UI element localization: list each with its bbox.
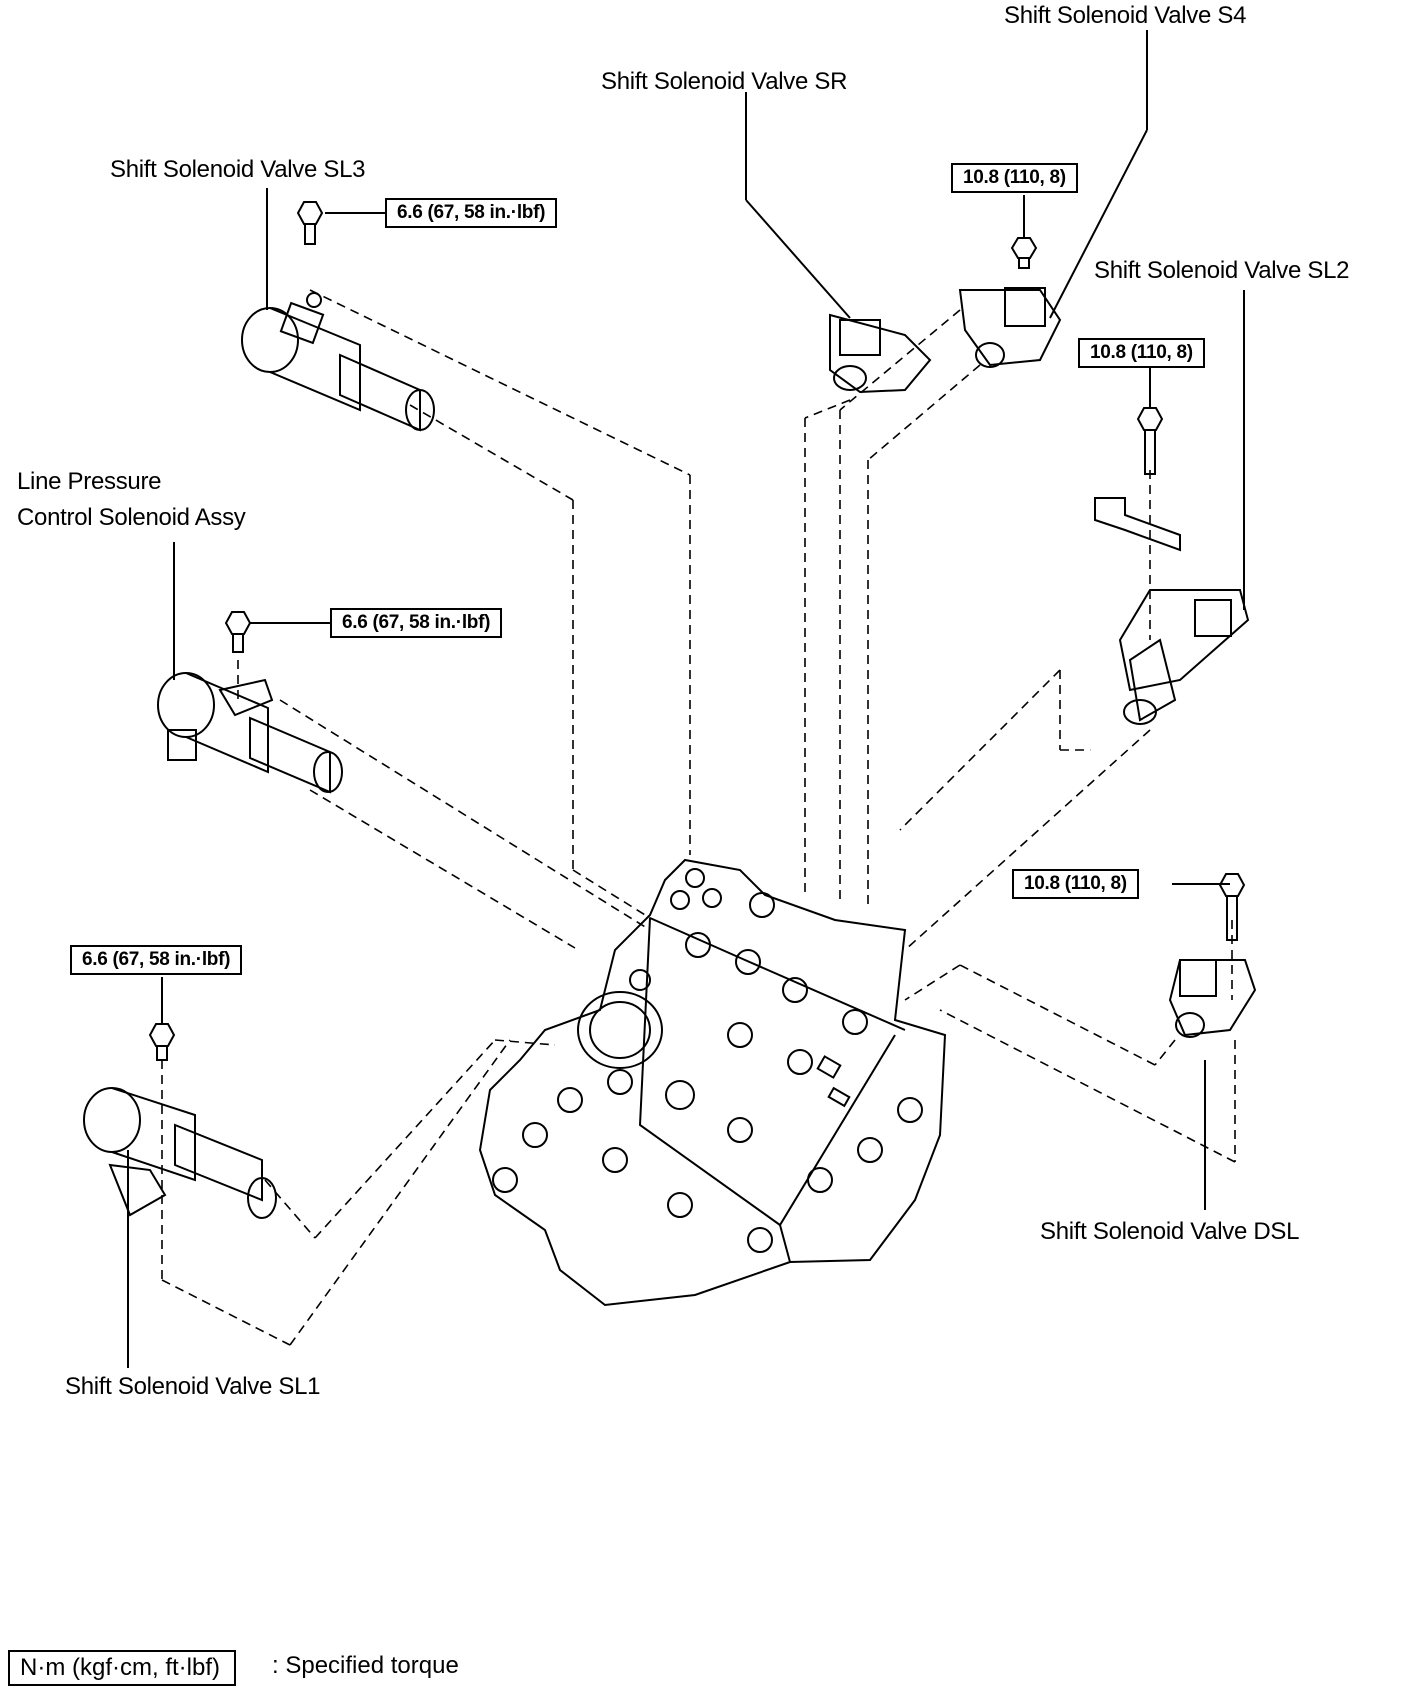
solenoid-s4	[958, 287, 1062, 368]
torque-sl3: 6.6 (67, 58 in.·lbf)	[385, 198, 558, 228]
bolt-icon	[148, 1023, 176, 1061]
solenoid-dsl	[1168, 959, 1257, 1038]
valve-body-bolts	[492, 892, 923, 1253]
solenoid-sr	[829, 313, 932, 394]
torque-line-pressure: 6.6 (67, 58 in.·lbf)	[330, 608, 503, 638]
torque-sl1: 6.6 (67, 58 in.·lbf)	[70, 945, 243, 975]
label-sl2: Shift Solenoid Valve SL2	[1094, 257, 1350, 284]
bracket-sl2	[1094, 497, 1181, 552]
alignment-lines	[161, 240, 1236, 1346]
label-sr: Shift Solenoid Valve SR	[601, 68, 848, 95]
label-sl3: Shift Solenoid Valve SL3	[110, 156, 366, 183]
label-sl1: Shift Solenoid Valve SL1	[65, 1373, 321, 1400]
legend-description: : Specified torque	[272, 1652, 459, 1679]
label-line-pressure-2: Control Solenoid Assy	[17, 504, 246, 531]
solenoid-sl3	[241, 292, 435, 432]
bolt-icon	[1136, 407, 1164, 475]
solenoid-sl1	[83, 1087, 277, 1219]
label-line-pressure-1: Line Pressure	[17, 468, 162, 495]
bolt-icon	[1218, 873, 1246, 941]
bolt-icon	[224, 611, 252, 653]
bolt-icon	[1010, 237, 1038, 269]
torque-sr: 10.8 (110, 8)	[951, 163, 1078, 193]
torque-dsl: 10.8 (110, 8)	[1012, 869, 1139, 899]
label-dsl: Shift Solenoid Valve DSL	[1040, 1218, 1300, 1245]
solenoid-line-pressure	[157, 672, 343, 794]
solenoid-sl2	[1118, 589, 1250, 725]
torque-sl2: 10.8 (110, 8)	[1078, 338, 1205, 368]
bolt-icon	[296, 201, 324, 245]
label-s4: Shift Solenoid Valve S4	[1004, 2, 1247, 29]
legend-torque-units: N·m (kgf·cm, ft·lbf)	[8, 1650, 236, 1686]
bolts	[148, 201, 1246, 1061]
valve-body	[478, 858, 947, 1307]
leader-lines	[127, 30, 1245, 1368]
